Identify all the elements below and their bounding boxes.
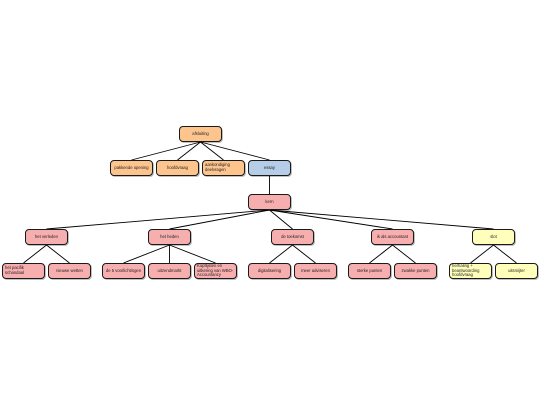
node-pakkende-opening[interactable]: pakkende opening xyxy=(110,160,153,176)
node-slot[interactable]: slot xyxy=(472,229,515,245)
node-het-pacifik-schandaal[interactable]: het pacifik schandaal xyxy=(2,263,45,279)
connector-line xyxy=(392,244,416,264)
connector-line xyxy=(269,209,494,230)
node-label: uitzendmarkt xyxy=(157,267,182,273)
connector-line xyxy=(177,141,201,161)
node-label: de toekomst xyxy=(281,233,304,239)
node-label: de 5 voorlichtingen xyxy=(105,267,142,273)
connector-line xyxy=(23,244,47,264)
node-label: het verleden xyxy=(34,233,59,239)
node-label: hoofdvraag xyxy=(167,164,188,170)
connector-line xyxy=(46,244,70,264)
connector-line xyxy=(269,209,393,230)
connector-line xyxy=(369,244,393,264)
connector-line xyxy=(292,244,316,264)
node-essay[interactable]: essay xyxy=(248,160,291,176)
node-uitsmijter[interactable]: uitsmijter xyxy=(495,263,538,279)
connector-line xyxy=(269,209,293,230)
node-nieuwe-wetten[interactable]: nieuwe wetten xyxy=(48,263,91,279)
connector-line xyxy=(131,141,201,161)
node-zwakke-punten[interactable]: zwakke punten xyxy=(394,263,437,279)
node-label: digitalisering xyxy=(257,267,282,273)
node-label: sterke punten xyxy=(356,267,383,273)
node-kern[interactable]: kern xyxy=(248,194,291,210)
connector-line xyxy=(169,209,270,230)
node-kopflijsten[interactable]: Kopflijsten en uitkering van WBO- Accoun… xyxy=(194,263,237,279)
node-label: kern xyxy=(265,198,274,204)
node-label: uitsmijter xyxy=(508,267,525,273)
node-digitalisering[interactable]: digitalisering xyxy=(248,263,291,279)
node-label: pakkende opening xyxy=(114,164,149,170)
node-label: ik als accountant xyxy=(376,233,409,239)
node-label: meer adviseren xyxy=(301,267,330,273)
node-aankondiging-deelvragen[interactable]: aankondiging deelvragen xyxy=(202,160,245,176)
node-label: afsluiting xyxy=(192,130,209,136)
node-herhaling[interactable]: herhaling + beantwoording hoofdvraag xyxy=(449,263,492,279)
node-label: essay xyxy=(264,164,275,170)
node-label: herhaling + beantwoording hoofdvraag xyxy=(452,262,480,278)
node-de-toekomst[interactable]: de toekomst xyxy=(271,229,314,245)
node-de-5-voorlichtingen[interactable]: de 5 voorlichtingen xyxy=(102,263,145,279)
node-het-heden[interactable]: het heden xyxy=(148,229,191,245)
node-label: Kopflijsten en uitkering van WBO- Accoun… xyxy=(197,262,234,278)
node-label: zwakke punten xyxy=(401,267,430,273)
connector-line xyxy=(200,141,224,161)
node-het-verleden[interactable]: het verleden xyxy=(25,229,68,245)
connector-line xyxy=(200,141,270,161)
node-label: nieuwe wetten xyxy=(56,267,83,273)
node-sterke-punten[interactable]: sterke punten xyxy=(348,263,391,279)
connector-line xyxy=(46,209,270,230)
node-hoofdvraag[interactable]: hoofdvraag xyxy=(156,160,199,176)
connector-line xyxy=(470,244,494,264)
node-label: het heden xyxy=(160,233,179,239)
node-label: het pacifik schandaal xyxy=(5,265,25,275)
node-ik-als-accountant[interactable]: ik als accountant xyxy=(371,229,414,245)
connector-line xyxy=(123,244,170,264)
node-uitzendmarkt[interactable]: uitzendmarkt xyxy=(148,263,191,279)
node-label: aankondiging deelvragen xyxy=(205,162,230,172)
connector-line xyxy=(493,244,517,264)
connector-line xyxy=(169,244,216,264)
node-label: slot xyxy=(490,233,497,239)
node-meer-adviseren[interactable]: meer adviseren xyxy=(294,263,337,279)
connector-line xyxy=(269,244,293,264)
node-afsluiting[interactable]: afsluiting xyxy=(179,126,222,142)
